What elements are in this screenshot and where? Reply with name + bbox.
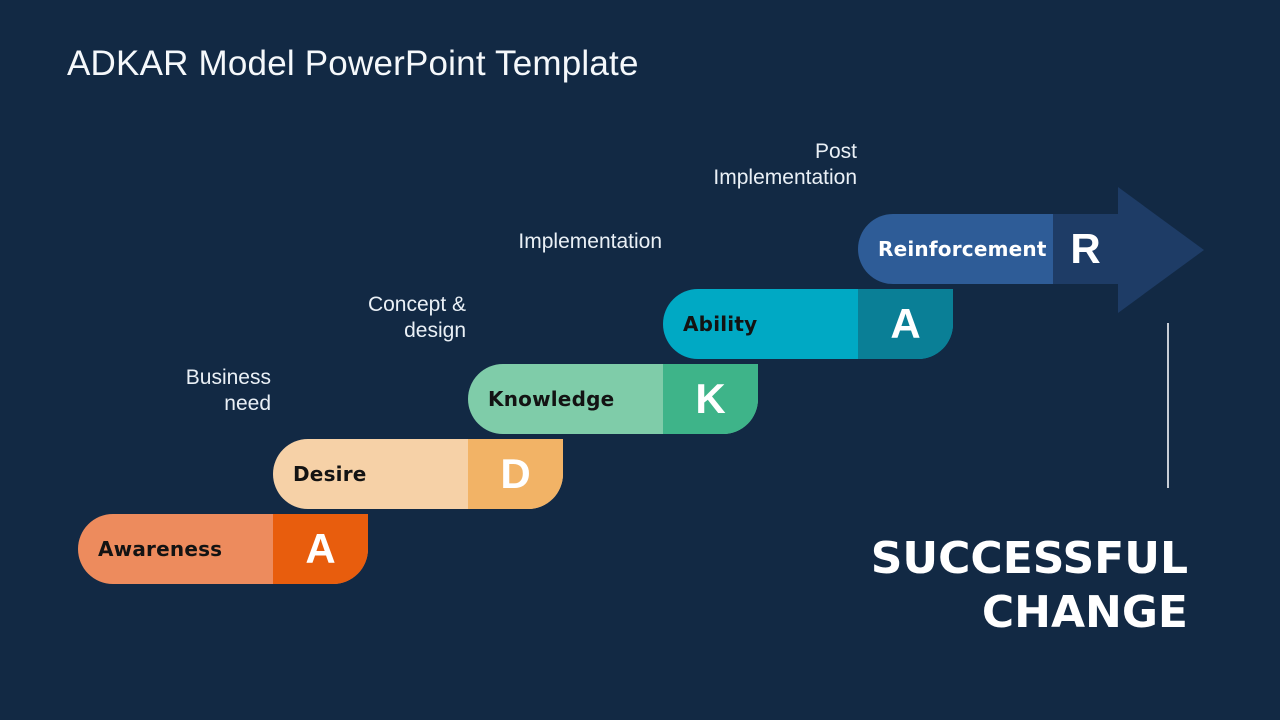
phase-label-concept-design: Concept & design [368,292,466,344]
vertical-divider [1167,323,1169,488]
step-label: Ability [683,312,758,336]
step-reinforcement: Reinforcement R [858,214,1118,284]
tagline-line: CHANGE [981,587,1188,638]
page-title: ADKAR Model PowerPoint Template [67,44,639,83]
phase-label-line: need [224,392,271,415]
step-letter: A [890,300,921,347]
phase-label-post-implementation: Post Implementation [713,139,857,191]
phase-label-implementation: Implementation [518,229,662,255]
phase-label-line: design [404,319,466,342]
step-letter-box: A [273,514,368,584]
step-letter: A [305,525,336,572]
arrow-right-icon [1118,187,1204,313]
phase-label-business-need: Business need [186,365,271,417]
phase-label-line: Implementation [518,230,662,253]
step-letter-box: R [1053,214,1118,284]
phase-label-line: Concept & [367,293,466,316]
step-label: Reinforcement [878,237,1047,261]
step-knowledge: Knowledge K [468,364,758,434]
step-letter-box: D [468,439,563,509]
phase-label-line: Implementation [713,166,857,189]
step-label: Awareness [98,537,223,561]
step-label: Knowledge [488,387,615,411]
step-letter: D [500,450,531,497]
step-awareness: Awareness A [78,514,368,584]
step-letter: K [695,375,726,422]
tagline: SUCCESSFUL CHANGE [871,532,1188,640]
step-desire: Desire D [273,439,563,509]
step-letter: R [1070,225,1101,272]
step-label: Desire [293,462,367,486]
step-letter-box: A [858,289,953,359]
phase-label-line: Post [814,140,857,163]
step-letter-box: K [663,364,758,434]
step-ability: Ability A [663,289,953,359]
phase-label-line: Business [185,366,271,389]
tagline-line: SUCCESSFUL [870,533,1188,584]
